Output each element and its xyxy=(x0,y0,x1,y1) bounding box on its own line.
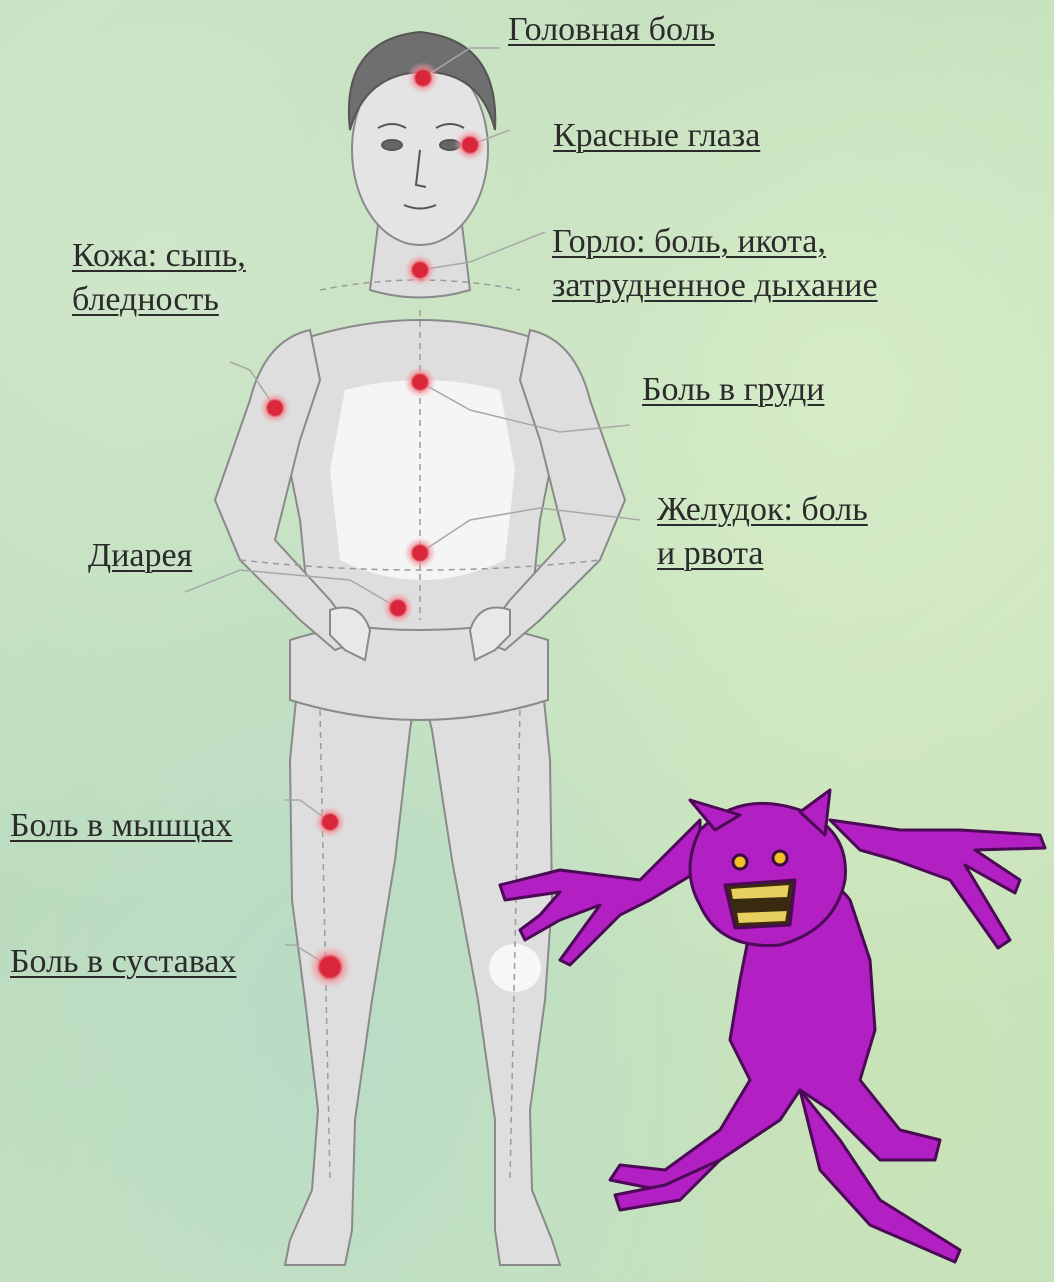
label-joint-pain: Боль в суставах xyxy=(10,940,236,984)
pain-point-headache xyxy=(407,62,439,94)
label-skin-line1: Кожа: сыпь, xyxy=(72,234,246,278)
label-red-eyes: Красные глаза xyxy=(553,114,760,158)
pain-point-stomach xyxy=(404,537,436,569)
purple-monster xyxy=(500,790,1045,1262)
label-chest-pain-text: Боль в груди xyxy=(642,368,824,412)
label-headache-text: Головная боль xyxy=(508,8,715,52)
label-stomach-line2: и рвота xyxy=(657,532,868,576)
pain-point-muscle xyxy=(314,806,346,838)
label-throat: Горло: боль, икота, затрудненное дыхание xyxy=(552,220,878,308)
label-muscle-pain-text: Боль в мышцах xyxy=(10,804,232,848)
label-diarrhea: Диарея xyxy=(88,534,192,578)
label-diarrhea-text: Диарея xyxy=(88,534,192,578)
pain-point-chest xyxy=(404,366,436,398)
pain-point-skin xyxy=(259,392,291,424)
pain-point-diarrhea xyxy=(382,592,414,624)
human-figure xyxy=(215,32,625,1265)
label-chest-pain: Боль в груди xyxy=(642,368,824,412)
label-muscle-pain: Боль в мышцах xyxy=(10,804,232,848)
label-joint-pain-text: Боль в суставах xyxy=(10,940,236,984)
label-skin-line2: бледность xyxy=(72,278,246,322)
label-headache: Головная боль xyxy=(508,8,715,52)
label-skin: Кожа: сыпь, бледность xyxy=(72,234,246,322)
label-stomach: Желудок: боль и рвота xyxy=(657,488,868,576)
pain-point-joint xyxy=(308,945,352,989)
label-throat-line2: затрудненное дыхание xyxy=(552,264,878,308)
label-red-eyes-text: Красные глаза xyxy=(553,114,760,158)
pain-point-eyes xyxy=(454,129,486,161)
pain-point-throat xyxy=(404,254,436,286)
label-throat-line1: Горло: боль, икота, xyxy=(552,220,878,264)
label-stomach-line1: Желудок: боль xyxy=(657,488,868,532)
